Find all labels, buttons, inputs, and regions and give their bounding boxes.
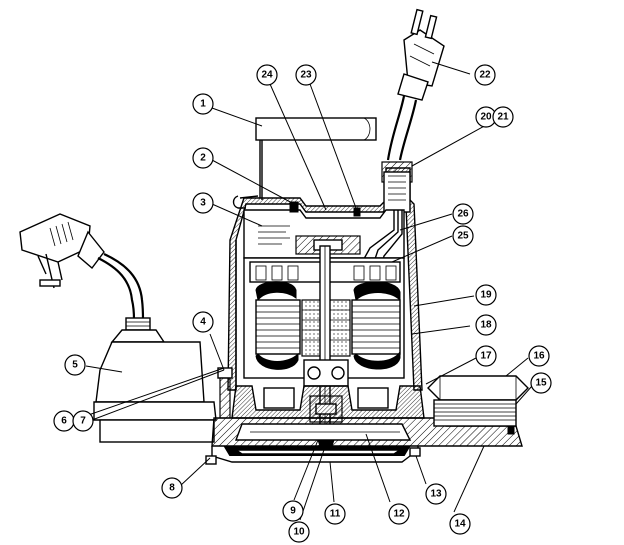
callout-14: 14 <box>449 513 471 535</box>
svg-text:5: 5 <box>72 360 78 371</box>
stator-left <box>255 281 301 370</box>
callout-9: 9 <box>282 500 304 522</box>
lower-housing <box>231 385 425 419</box>
svg-text:24: 24 <box>261 70 273 81</box>
callout-12: 12 <box>388 503 410 525</box>
svg-text:20: 20 <box>480 112 492 123</box>
svg-text:23: 23 <box>300 70 312 81</box>
svg-text:6: 6 <box>61 416 67 427</box>
callout-16: 16 <box>528 345 550 367</box>
discharge-thread <box>433 399 517 435</box>
stator-right <box>351 281 401 370</box>
svg-text:25: 25 <box>457 231 469 242</box>
svg-text:8: 8 <box>169 483 175 494</box>
callout-8: 8 <box>161 477 183 499</box>
power-cord <box>386 95 418 161</box>
callout-10: 10 <box>288 521 310 543</box>
svg-text:12: 12 <box>393 509 405 520</box>
svg-text:2: 2 <box>200 153 206 164</box>
float-switch-cord <box>97 252 145 321</box>
svg-text:16: 16 <box>533 351 545 362</box>
svg-text:3: 3 <box>200 198 206 209</box>
callout-21: 21 <box>492 106 514 128</box>
svg-text:13: 13 <box>430 489 442 500</box>
svg-text:11: 11 <box>330 509 341 520</box>
callout-20: 20 <box>475 106 497 128</box>
svg-text:10: 10 <box>293 527 305 538</box>
discharge-nut <box>427 375 529 401</box>
callout-4: 4 <box>192 311 214 333</box>
upper-bearing-cap <box>295 235 361 255</box>
callout-6: 6 <box>53 410 75 432</box>
callout-23: 23 <box>295 64 317 86</box>
float-switch-body <box>93 317 217 443</box>
svg-text:4: 4 <box>200 317 206 328</box>
callout-19: 19 <box>475 284 497 306</box>
callout-7: 7 <box>72 410 94 432</box>
svg-text:1: 1 <box>200 99 206 110</box>
callout-5: 5 <box>64 354 86 376</box>
svg-text:7: 7 <box>80 416 86 427</box>
svg-text:21: 21 <box>497 112 509 123</box>
float-switch-plug <box>19 213 105 289</box>
svg-text:9: 9 <box>290 506 296 517</box>
callouts: 1 2 3 4 5 6 7 8 9 10 11 12 13 14 15 16 1… <box>53 64 552 543</box>
lower-bearing <box>303 359 349 387</box>
callout-15: 15 <box>530 372 552 394</box>
callout-13: 13 <box>425 483 447 505</box>
base-plate <box>211 446 419 463</box>
callout-26: 26 <box>452 203 474 225</box>
svg-text:18: 18 <box>480 320 492 331</box>
callout-1: 1 <box>192 93 214 115</box>
svg-text:26: 26 <box>457 209 469 220</box>
leader-lines <box>73 61 533 521</box>
base-screws <box>205 447 421 465</box>
callout-17: 17 <box>475 345 497 367</box>
callout-3: 3 <box>192 192 214 214</box>
callout-24: 24 <box>256 64 278 86</box>
callout-18: 18 <box>475 314 497 336</box>
svg-text:22: 22 <box>479 70 491 81</box>
svg-text:19: 19 <box>480 290 492 301</box>
callout-22: 22 <box>474 64 496 86</box>
svg-text:15: 15 <box>535 378 547 389</box>
callout-11: 11 <box>324 503 346 525</box>
power-plug <box>397 8 445 101</box>
svg-text:14: 14 <box>454 519 466 530</box>
housing-bolt <box>217 367 233 419</box>
callout-25: 25 <box>452 225 474 247</box>
svg-text:17: 17 <box>480 351 492 362</box>
callout-2: 2 <box>192 147 214 169</box>
